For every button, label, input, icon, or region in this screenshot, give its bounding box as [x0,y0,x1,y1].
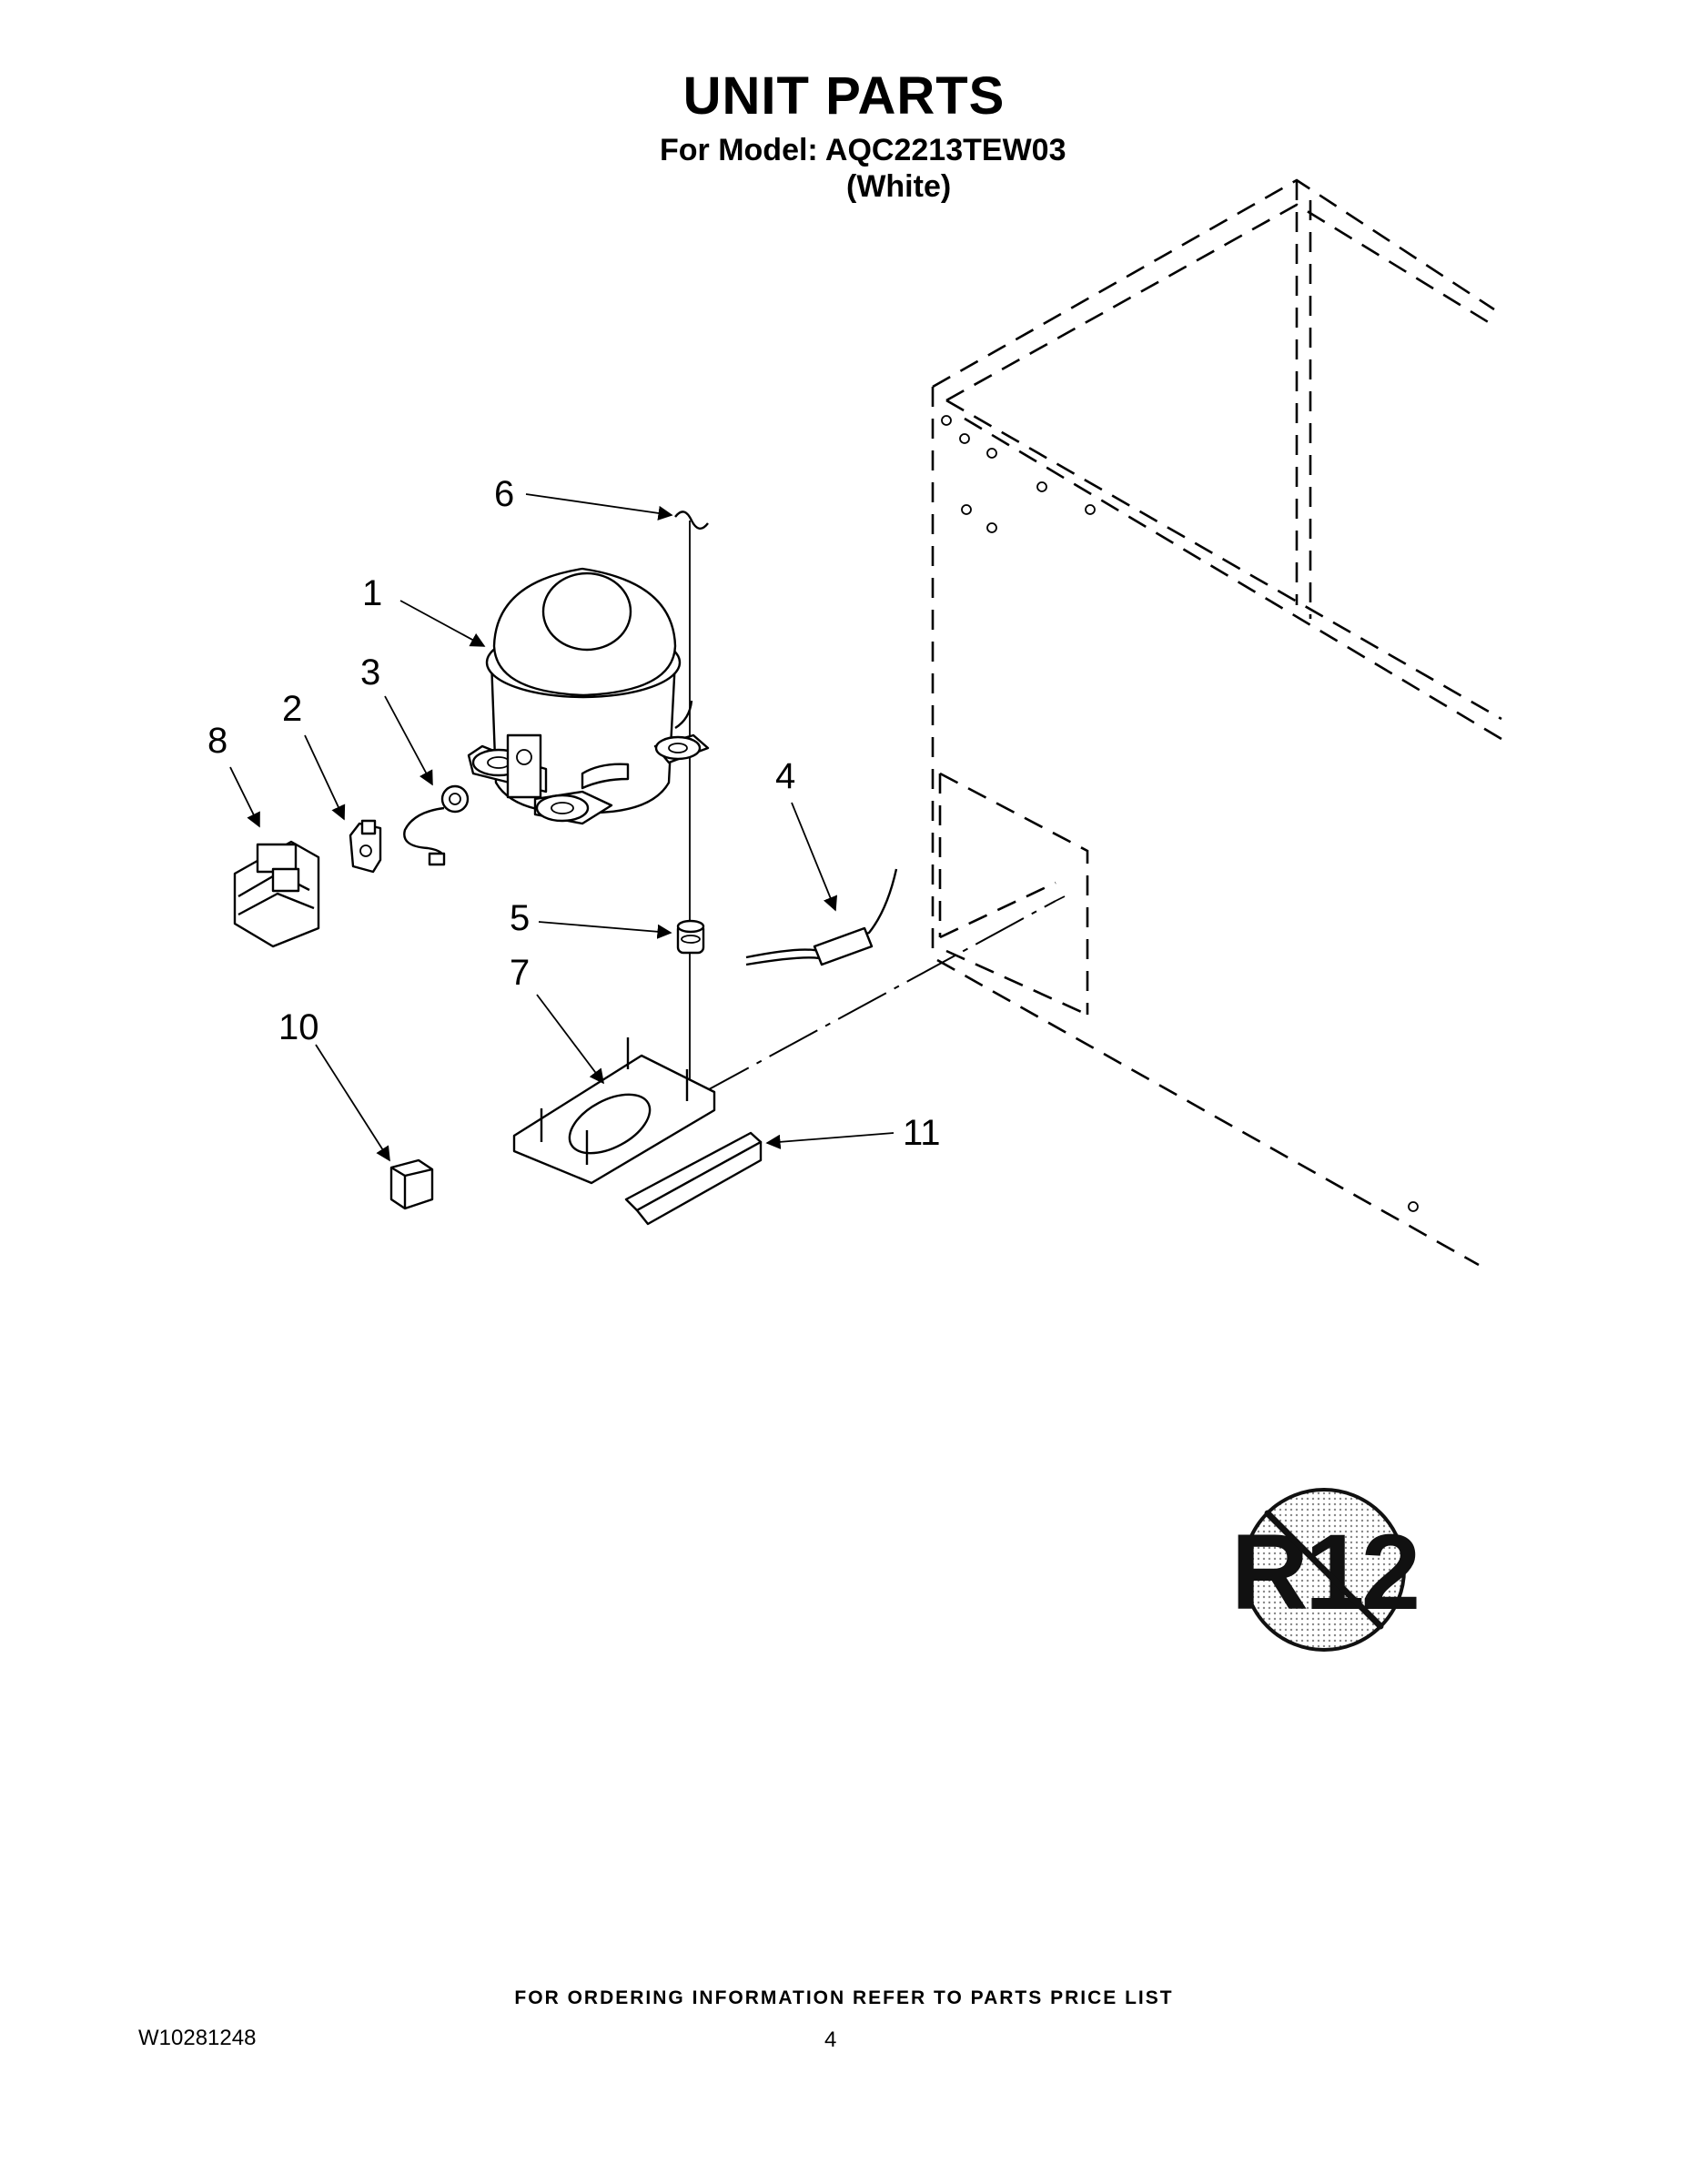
part-5-grommet [676,919,705,955]
model-variant: (White) [846,169,952,204]
cabinet-outline [931,178,1502,1267]
part-6-clip [674,511,709,530]
callout-3: 3 [360,652,380,693]
callout-5: 5 [510,898,530,938]
part-3-overload [403,784,470,866]
callout-8: 8 [207,721,227,761]
cabinet-holes [941,415,1419,1212]
callout-4: 4 [775,756,795,796]
part-7-base-plate [512,1037,716,1185]
callout-10: 10 [278,1007,319,1047]
callout-2: 2 [282,689,302,729]
page-number: 4 [824,2027,837,2052]
part-2-relay [349,819,382,874]
ordering-note: FOR ORDERING INFORMATION REFER TO PARTS … [514,1987,1174,2008]
callout-numbers: 1 2 3 4 5 6 7 8 10 11 [207,474,941,1153]
part-1-compressor [467,567,710,825]
part-10-capacitor [389,1158,434,1210]
callout-7: 7 [510,953,530,993]
mounting-centerlines [689,521,1066,1095]
no-r12-badge: R12 [1231,1488,1420,1652]
model-line: For Model: AQC2213TEW03 [660,133,1066,167]
page-title: UNIT PARTS [682,66,1006,126]
document-number: W10281248 [138,2026,257,2050]
callout-1: 1 [362,573,382,613]
callout-leaders [229,493,895,1162]
callout-11: 11 [903,1113,941,1153]
part-4-tubing [745,868,898,966]
callout-6: 6 [494,474,514,514]
part-8-start-device [233,840,320,948]
part-11-mounting-rail [624,1131,763,1226]
